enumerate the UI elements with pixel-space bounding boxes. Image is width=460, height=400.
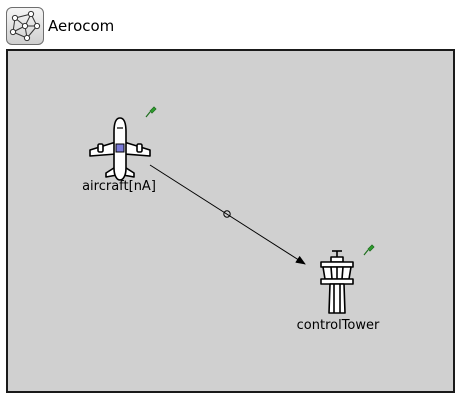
network-title: Aerocom — [48, 17, 115, 35]
control-tower-icon[interactable] — [320, 250, 354, 314]
aircraft-status-pin-icon — [145, 106, 157, 118]
aircraft-marker — [115, 143, 125, 153]
aircraft-label: aircraft[nA] — [82, 179, 156, 194]
network-canvas[interactable]: aircraft[nA] controlTower — [6, 49, 455, 393]
tower-status-pin-icon — [363, 244, 375, 256]
connection-midpoint-gate[interactable] — [223, 210, 231, 218]
airplane-icon[interactable] — [89, 117, 151, 181]
connection-aircraft-to-tower[interactable] — [149, 164, 306, 265]
control-tower-label: controlTower — [296, 318, 380, 333]
network-icon[interactable] — [6, 7, 44, 45]
